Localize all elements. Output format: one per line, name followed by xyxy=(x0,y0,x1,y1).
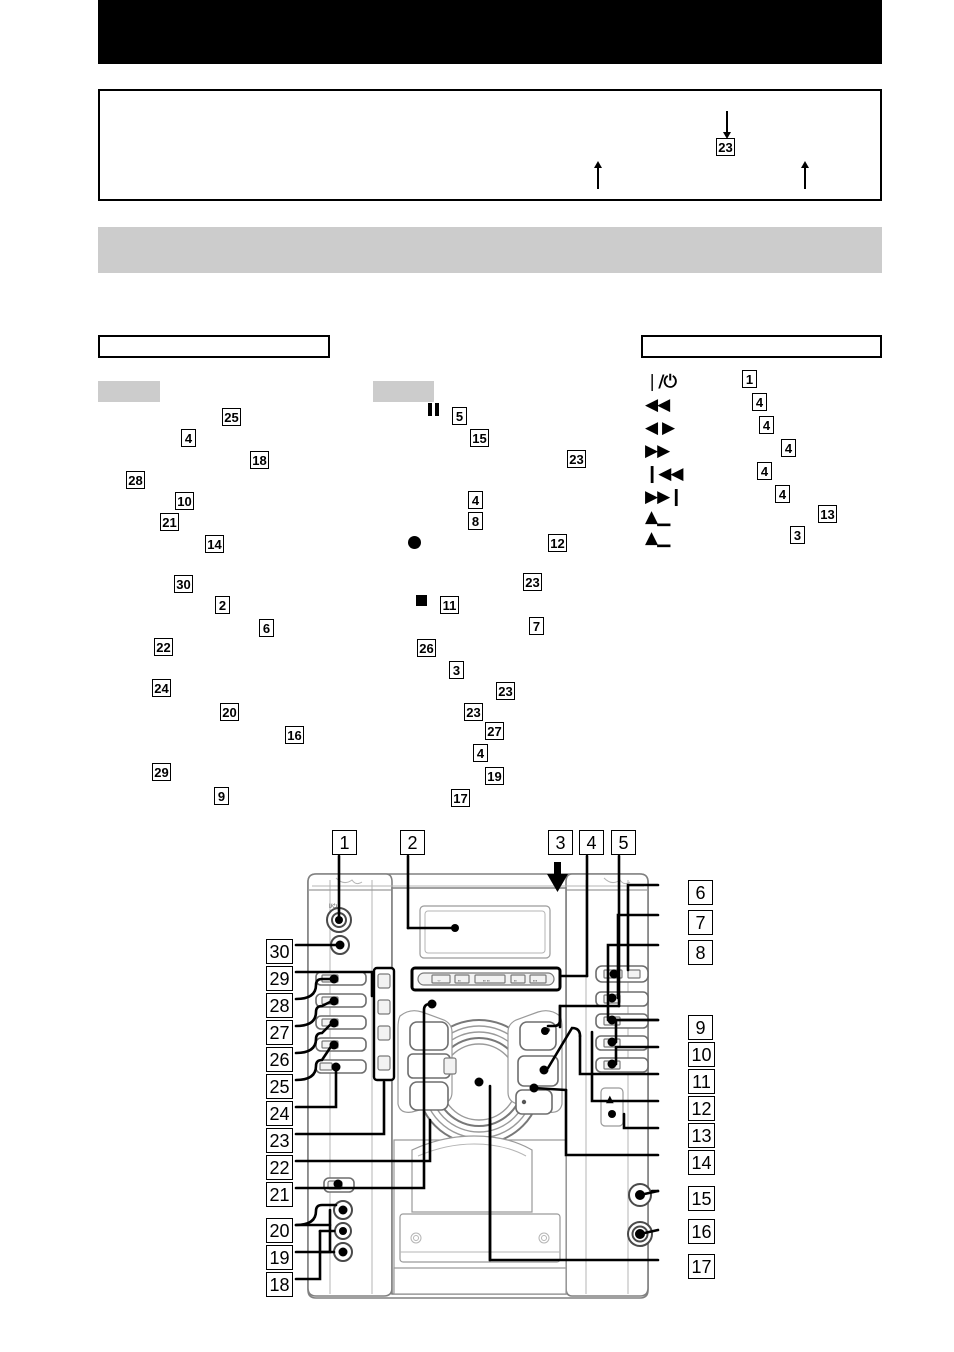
ref-box-left-14-6: 14 xyxy=(205,535,224,553)
diagram-callout-left-28: 28 xyxy=(266,993,293,1018)
ref-box-mid-27-13: 27 xyxy=(485,722,504,740)
ref-box-right-4-4: 4 xyxy=(757,462,772,480)
transport-glyph-7: ▲▁ xyxy=(645,528,670,548)
ref-box-right-4-3: 4 xyxy=(781,439,796,457)
diagram-callout-left-20: 20 xyxy=(266,1218,293,1243)
transport-glyph-4: ❙◀◀ xyxy=(645,464,683,484)
transport-glyph-6: ▲▁ xyxy=(645,507,670,527)
diagram-callout-right-15: 15 xyxy=(688,1186,715,1211)
ref-box-right-4-5: 4 xyxy=(775,485,790,503)
diagram-callout-right-9: 9 xyxy=(688,1015,713,1040)
front-panel-illustration: .ol{fill:#ffffff;stroke:#808080;stroke-w… xyxy=(294,854,660,1299)
transport-glyph-2: ◀ ▶ xyxy=(645,418,675,438)
diagram-callout-2: 2 xyxy=(400,830,425,855)
ref-box-mid-7-8: 7 xyxy=(529,617,544,635)
ref-box-left-9-15: 9 xyxy=(214,787,229,805)
section-title-left xyxy=(98,335,330,358)
svg-text:▪▪ ▪▪: ▪▪ ▪▪ xyxy=(483,978,490,983)
chapter-banner xyxy=(98,227,882,273)
ref-box-left-6-9: 6 xyxy=(259,619,274,637)
page-header-bar xyxy=(98,0,882,64)
diagram-callout-5: 5 xyxy=(611,830,636,855)
stop-icon xyxy=(416,595,427,606)
diagram-callout-left-29: 29 xyxy=(266,966,293,991)
ref-box-left-29-14: 29 xyxy=(152,763,171,781)
svg-text:▲: ▲ xyxy=(606,1094,614,1105)
ref-box-mid-4-3: 4 xyxy=(468,491,483,509)
ref-box-mid-12-5: 12 xyxy=(548,534,567,552)
diagram-callout-right-14: 14 xyxy=(688,1150,715,1175)
diagram-callout-right-17: 17 xyxy=(688,1254,715,1279)
subsection-chip-b xyxy=(373,381,434,402)
ref-box-mid-19-15: 19 xyxy=(485,767,504,785)
ref-box-left-30-7: 30 xyxy=(174,575,193,593)
ref-box-left-18-2: 18 xyxy=(250,451,269,469)
ref-box-left-22-10: 22 xyxy=(154,638,173,656)
ref-box-mid-11-7: 11 xyxy=(440,596,459,614)
ref-box-mid-23-11: 23 xyxy=(496,682,515,700)
ref-box-mid-23-12: 23 xyxy=(464,703,483,721)
record-icon xyxy=(408,536,421,549)
ref-box-right-13-6: 13 xyxy=(818,505,837,523)
diagram-callout-left-27: 27 xyxy=(266,1020,293,1045)
ref-box-mid-23-2: 23 xyxy=(567,450,586,468)
ref-box-left-4-1: 4 xyxy=(181,429,196,447)
transport-glyph-3: ▶▶ xyxy=(645,441,670,461)
diagram-callout-left-23: 23 xyxy=(266,1128,293,1153)
note-box: 23 xyxy=(98,89,882,201)
diagram-callout-right-7: 7 xyxy=(688,910,713,935)
diagram-callout-1: 1 xyxy=(332,830,357,855)
svg-text:▪▪: ▪▪ xyxy=(514,978,517,983)
ref-box-mid-8-4: 8 xyxy=(468,512,483,530)
ref-box-right-1-0: 1 xyxy=(742,370,757,388)
ref-box-mid-15-1: 15 xyxy=(470,429,489,447)
ref-box-left-16-13: 16 xyxy=(285,726,304,744)
ref-box-mid-3-10: 3 xyxy=(449,661,464,679)
diagram-callout-right-8: 8 xyxy=(688,940,713,965)
note-callout-23: 23 xyxy=(716,138,735,156)
subsection-chip-a xyxy=(98,381,160,402)
pause-icon xyxy=(428,403,440,416)
diagram-callout-left-25: 25 xyxy=(266,1074,293,1099)
diagram-callout-left-21: 21 xyxy=(266,1182,293,1207)
diagram-callout-left-19: 19 xyxy=(266,1245,293,1270)
svg-text:·▪·: ·▪· xyxy=(437,978,441,983)
ref-box-mid-17-16: 17 xyxy=(451,789,470,807)
ref-box-left-21-5: 21 xyxy=(160,513,179,531)
diagram-callout-left-26: 26 xyxy=(266,1047,293,1072)
ref-box-right-3-7: 3 xyxy=(790,526,805,544)
ref-box-left-20-12: 20 xyxy=(220,703,239,721)
diagram-callout-4: 4 xyxy=(579,830,604,855)
ref-box-left-28-3: 28 xyxy=(126,471,145,489)
ref-box-right-4-2: 4 xyxy=(759,416,774,434)
diagram-callout-left-18: 18 xyxy=(266,1272,293,1297)
ref-box-left-25-0: 25 xyxy=(222,408,241,426)
svg-text:I/⏻: I/⏻ xyxy=(329,903,337,910)
diagram-callout-right-12: 12 xyxy=(688,1096,715,1121)
diagram-callout-left-22: 22 xyxy=(266,1155,293,1180)
ref-box-mid-4-14: 4 xyxy=(473,744,488,762)
diagram-callout-right-6: 6 xyxy=(688,880,713,905)
transport-glyph-0: ❘/⏻ xyxy=(645,372,677,392)
ref-box-mid-26-9: 26 xyxy=(417,639,436,657)
svg-text:▪▪: ▪▪ xyxy=(458,978,461,983)
section-title-right xyxy=(641,335,882,358)
ref-box-mid-5-0: 5 xyxy=(452,407,467,425)
diagram-callout-right-16: 16 xyxy=(688,1219,715,1244)
diagram-callout-left-30: 30 xyxy=(266,939,293,964)
transport-glyph-1: ◀◀ xyxy=(645,395,670,415)
diagram-callout-left-24: 24 xyxy=(266,1101,293,1126)
ref-box-right-4-1: 4 xyxy=(752,393,767,411)
transport-glyph-5: ▶▶❙ xyxy=(645,487,683,507)
ref-box-left-2-8: 2 xyxy=(215,596,230,614)
diagram-callout-right-13: 13 xyxy=(688,1123,715,1148)
ref-box-left-24-11: 24 xyxy=(152,679,171,697)
front-panel-diagram: .ol{fill:#ffffff;stroke:#808080;stroke-w… xyxy=(0,820,954,1330)
ref-box-left-10-4: 10 xyxy=(175,492,194,510)
svg-text:▪▪▪: ▪▪▪ xyxy=(533,978,538,983)
diagram-callout-right-10: 10 xyxy=(688,1042,715,1067)
ref-box-mid-23-6: 23 xyxy=(523,573,542,591)
diagram-callout-right-11: 11 xyxy=(688,1069,715,1094)
diagram-callout-3: 3 xyxy=(548,830,573,855)
